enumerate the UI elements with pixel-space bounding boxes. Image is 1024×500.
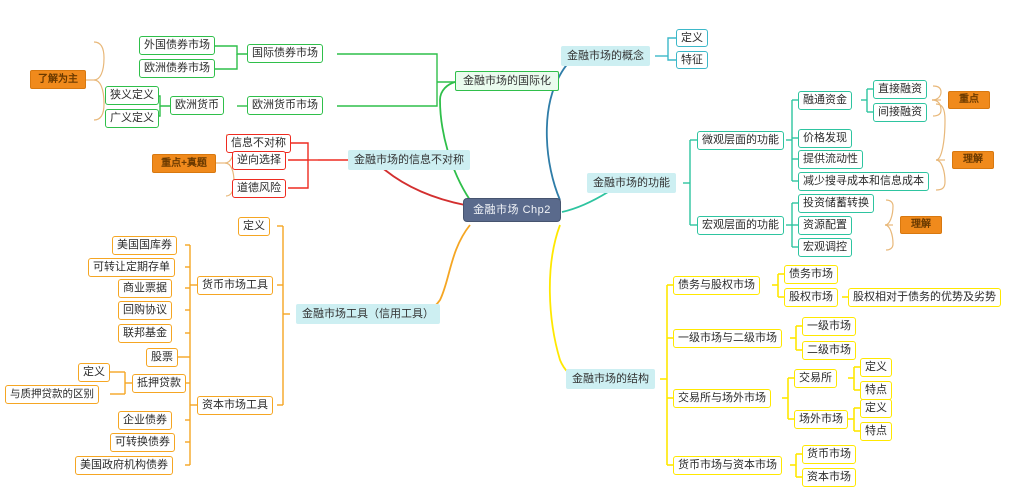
node-adverse-selection[interactable]: 逆向选择 <box>232 151 286 170</box>
node-foreign-bond-market[interactable]: 外国债券市场 <box>139 36 215 55</box>
node-mortgage-definition[interactable]: 定义 <box>78 363 110 382</box>
badge-understand-micro[interactable]: 理解 <box>952 151 994 169</box>
badge-understand-macro[interactable]: 理解 <box>900 216 942 234</box>
branch-internationalization[interactable]: 金融市场的国际化 <box>455 71 559 91</box>
node-debt-and-equity-markets[interactable]: 债务与股权市场 <box>673 276 760 295</box>
node-resource-allocation[interactable]: 资源配置 <box>798 216 852 235</box>
node-exchange[interactable]: 交易所 <box>794 369 837 388</box>
node-exchange-characteristics[interactable]: 特点 <box>860 381 892 400</box>
branch-information-asymmetry[interactable]: 金融市场的信息不对称 <box>348 150 470 170</box>
node-otc-definition[interactable]: 定义 <box>860 399 892 418</box>
node-secondary-market[interactable]: 二级市场 <box>802 341 856 360</box>
node-debt-market[interactable]: 债务市场 <box>784 265 838 284</box>
branch-market-structure[interactable]: 金融市场的结构 <box>566 369 655 389</box>
node-concept-definition[interactable]: 定义 <box>676 29 708 47</box>
node-otc-characteristics[interactable]: 特点 <box>860 422 892 441</box>
node-concept-characteristics[interactable]: 特征 <box>676 51 708 69</box>
node-reduce-search-and-information-costs[interactable]: 减少搜寻成本和信息成本 <box>798 172 929 191</box>
node-us-treasury-bill[interactable]: 美国国库券 <box>112 236 177 255</box>
node-macro-functions[interactable]: 宏观层面的功能 <box>697 216 784 235</box>
node-investment-savings-conversion[interactable]: 投资储蓄转换 <box>798 194 874 213</box>
node-repurchase-agreement[interactable]: 回购协议 <box>118 301 172 320</box>
node-federal-funds[interactable]: 联邦基金 <box>118 324 172 343</box>
node-convertible-bond[interactable]: 可转换债券 <box>110 433 175 452</box>
branch-market-functions[interactable]: 金融市场的功能 <box>587 173 676 193</box>
node-primary-and-secondary-markets[interactable]: 一级市场与二级市场 <box>673 329 782 348</box>
node-instruments-definition[interactable]: 定义 <box>238 217 270 236</box>
branch-financial-instruments[interactable]: 金融市场工具（信用工具） <box>296 304 440 324</box>
node-eurocurrency[interactable]: 欧洲货币 <box>170 96 224 115</box>
node-provide-liquidity[interactable]: 提供流动性 <box>798 150 863 169</box>
node-stock[interactable]: 股票 <box>146 348 178 367</box>
node-capital-market-instruments[interactable]: 资本市场工具 <box>197 396 273 415</box>
node-macro-regulation[interactable]: 宏观调控 <box>798 238 852 257</box>
node-equity-market[interactable]: 股权市场 <box>784 288 838 307</box>
node-eurobond-market[interactable]: 欧洲债券市场 <box>139 59 215 78</box>
node-primary-market[interactable]: 一级市场 <box>802 317 856 336</box>
node-money-market-instruments[interactable]: 货币市场工具 <box>197 276 273 295</box>
node-broad-definition[interactable]: 广义定义 <box>105 109 159 128</box>
node-exchange-definition[interactable]: 定义 <box>860 358 892 377</box>
node-micro-functions[interactable]: 微观层面的功能 <box>697 131 784 150</box>
node-indirect-financing[interactable]: 间接融资 <box>873 103 927 122</box>
node-financing[interactable]: 融通资金 <box>798 91 852 110</box>
node-negotiable-cd[interactable]: 可转让定期存单 <box>88 258 175 277</box>
badge-key-financing[interactable]: 重点 <box>948 91 990 109</box>
node-price-discovery[interactable]: 价格发现 <box>798 129 852 148</box>
node-exchange-and-otc-markets[interactable]: 交易所与场外市场 <box>673 389 771 408</box>
node-eurocurrency-market[interactable]: 欧洲货币市场 <box>247 96 323 115</box>
node-equity-vs-debt-pros-cons[interactable]: 股权相对于债务的优势及劣势 <box>848 288 1001 307</box>
node-commercial-paper[interactable]: 商业票据 <box>118 279 172 298</box>
badge-key-and-past-exam[interactable]: 重点+真题 <box>152 154 216 173</box>
node-direct-financing[interactable]: 直接融资 <box>873 80 927 99</box>
node-otc-market[interactable]: 场外市场 <box>794 410 848 429</box>
node-international-bond-market[interactable]: 国际债券市场 <box>247 44 323 63</box>
root-node[interactable]: 金融市场 Chp2 <box>463 198 561 222</box>
node-money-and-capital-markets[interactable]: 货币市场与资本市场 <box>673 456 782 475</box>
node-us-agency-bond[interactable]: 美国政府机构债券 <box>75 456 173 475</box>
node-pledge-loan-difference[interactable]: 与质押贷款的区别 <box>5 385 99 404</box>
badge-understand-only[interactable]: 了解为主 <box>30 70 86 89</box>
node-narrow-definition[interactable]: 狭义定义 <box>105 86 159 105</box>
node-capital-market[interactable]: 资本市场 <box>802 468 856 487</box>
node-money-market[interactable]: 货币市场 <box>802 445 856 464</box>
node-mortgage-loan[interactable]: 抵押贷款 <box>132 374 186 393</box>
node-corporate-bond[interactable]: 企业债券 <box>118 411 172 430</box>
branch-market-concept[interactable]: 金融市场的概念 <box>561 46 650 66</box>
node-moral-hazard[interactable]: 道德风险 <box>232 179 286 198</box>
